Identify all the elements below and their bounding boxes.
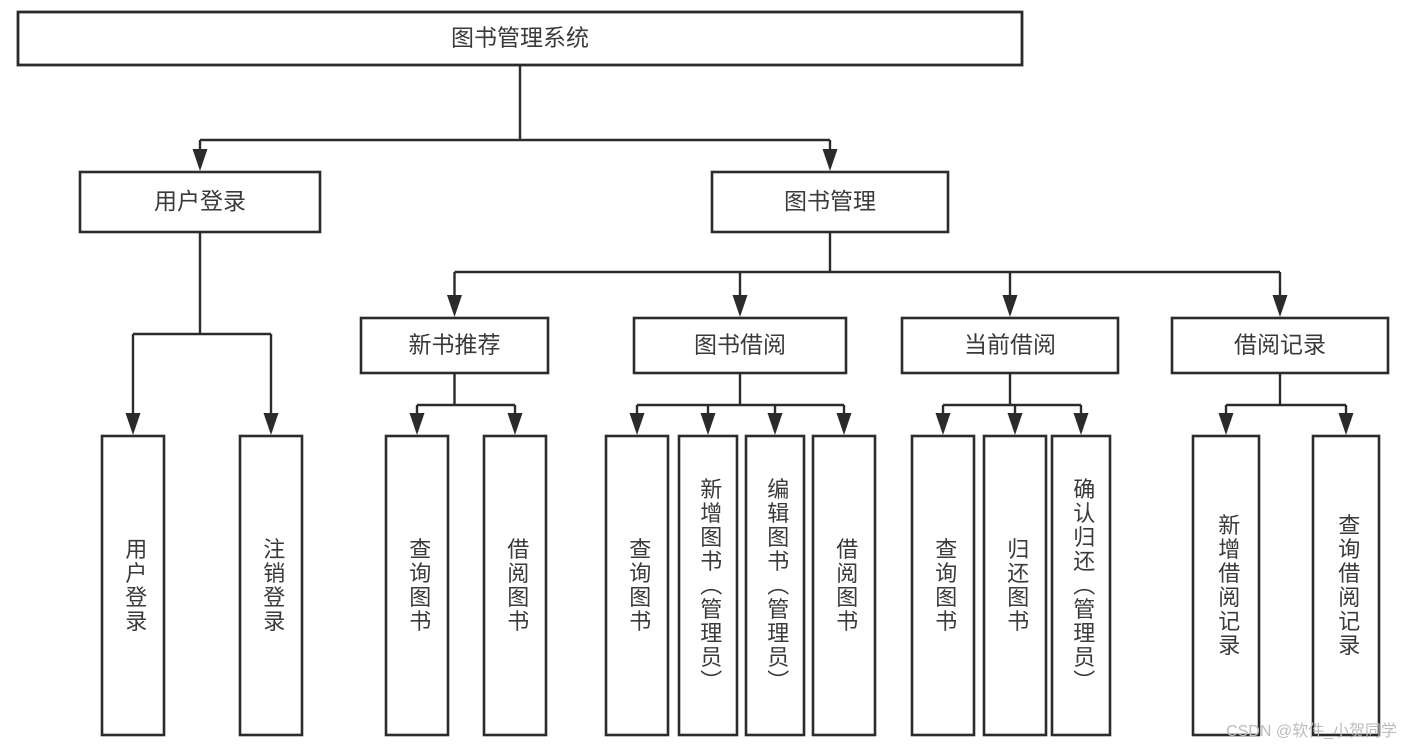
- node-box: [900, 316, 1120, 375]
- node-label: 用户登录: [154, 188, 246, 214]
- node-label: 当前借阅: [964, 332, 1056, 358]
- node-leaf-add-book[interactable]: 新增图书（管理员）: [677, 434, 739, 737]
- node-label: 借阅图书: [833, 538, 858, 634]
- node-label: 编辑图书（管理员）: [764, 478, 789, 694]
- arrow-head-icon: [822, 149, 838, 171]
- arrow-head-icon: [263, 413, 279, 435]
- node-box: [384, 434, 450, 737]
- node-label: 新书推荐: [409, 332, 501, 358]
- node-leaf-user-login[interactable]: 用户登录: [100, 434, 166, 737]
- node-box: [1191, 434, 1261, 737]
- node-label: 查询借阅记录: [1335, 514, 1360, 658]
- node-box: [1050, 434, 1112, 737]
- node-box: [1311, 434, 1381, 737]
- node-box: [982, 434, 1048, 737]
- node-box: [744, 434, 806, 737]
- arrow-head-icon: [732, 295, 748, 317]
- node-label: 注销登录: [260, 538, 285, 634]
- node-label: 新增图书（管理员）: [697, 478, 722, 694]
- node-current-borrow[interactable]: 当前借阅: [900, 316, 1120, 375]
- node-label: 借阅记录: [1234, 332, 1326, 358]
- arrow-head-icon: [1002, 295, 1018, 317]
- node-leaf-logout[interactable]: 注销登录: [238, 434, 304, 737]
- node-box: [1170, 316, 1390, 375]
- node-box: [16, 10, 1024, 67]
- node-new-book-recommend[interactable]: 新书推荐: [359, 316, 550, 375]
- arrow-head-icon: [409, 413, 425, 435]
- arrow-head-icon: [507, 413, 523, 435]
- node-box: [100, 434, 166, 737]
- node-box: [482, 434, 548, 737]
- node-box: [238, 434, 304, 737]
- arrow-head-icon: [1338, 413, 1354, 435]
- arrow-head-icon: [447, 295, 462, 317]
- node-label: 用户登录: [122, 538, 147, 634]
- node-book-borrow[interactable]: 图书借阅: [632, 316, 848, 375]
- arrow-head-icon: [629, 413, 645, 435]
- arrow-head-icon: [1218, 413, 1234, 435]
- node-label: 图书借阅: [694, 332, 786, 358]
- node-user-login[interactable]: 用户登录: [78, 170, 322, 234]
- node-box: [677, 434, 739, 737]
- node-root[interactable]: 图书管理系统: [16, 10, 1024, 67]
- arrow-head-icon: [935, 413, 951, 435]
- node-label: 图书管理系统: [451, 25, 589, 51]
- node-box: [910, 434, 976, 737]
- arrow-head-icon: [767, 413, 783, 435]
- node-label: 新增借阅记录: [1215, 514, 1240, 658]
- arrow-head-icon: [836, 413, 852, 435]
- node-label: 归还图书: [1004, 538, 1029, 634]
- node-box: [811, 434, 877, 737]
- arrow-head-icon: [700, 413, 716, 435]
- node-label: 借阅图书: [504, 538, 529, 634]
- node-book-manage[interactable]: 图书管理: [710, 170, 950, 234]
- node-box: [632, 316, 848, 375]
- node-leaf-confirm-return[interactable]: 确认归还（管理员）: [1050, 434, 1112, 737]
- node-leaf-query-record[interactable]: 查询借阅记录: [1311, 434, 1381, 737]
- arrow-head-icon: [192, 149, 208, 171]
- node-box: [359, 316, 550, 375]
- arrow-head-icon: [1007, 413, 1023, 435]
- node-leaf-edit-book[interactable]: 编辑图书（管理员）: [744, 434, 806, 737]
- node-leaf-borrow-book-2[interactable]: 借阅图书: [811, 434, 877, 737]
- watermark-label: CSDN @软件_小贺同学: [1226, 723, 1397, 740]
- node-label: 确认归还（管理员）: [1070, 478, 1095, 694]
- node-box: [710, 170, 950, 234]
- node-borrow-record[interactable]: 借阅记录: [1170, 316, 1390, 375]
- arrow-head-icon: [125, 413, 141, 435]
- arrow-head-icon: [1073, 413, 1089, 435]
- node-leaf-add-record[interactable]: 新增借阅记录: [1191, 434, 1261, 737]
- node-layer: 图书管理系统用户登录图书管理新书推荐图书借阅当前借阅借阅记录用户登录注销登录查询…: [16, 10, 1390, 737]
- node-leaf-borrow-book-1[interactable]: 借阅图书: [482, 434, 548, 737]
- node-label: 查询图书: [406, 538, 431, 634]
- node-box: [604, 434, 670, 737]
- node-leaf-return-book[interactable]: 归还图书: [982, 434, 1048, 737]
- node-leaf-query-book-3[interactable]: 查询图书: [910, 434, 976, 737]
- connector-layer: [125, 65, 1354, 435]
- node-leaf-query-book-1[interactable]: 查询图书: [384, 434, 450, 737]
- node-leaf-query-book-2[interactable]: 查询图书: [604, 434, 670, 737]
- node-label: 查询图书: [626, 538, 651, 634]
- node-label: 图书管理: [784, 188, 876, 214]
- arrow-head-icon: [1272, 295, 1288, 317]
- node-label: 查询图书: [932, 538, 957, 634]
- node-box: [78, 170, 322, 234]
